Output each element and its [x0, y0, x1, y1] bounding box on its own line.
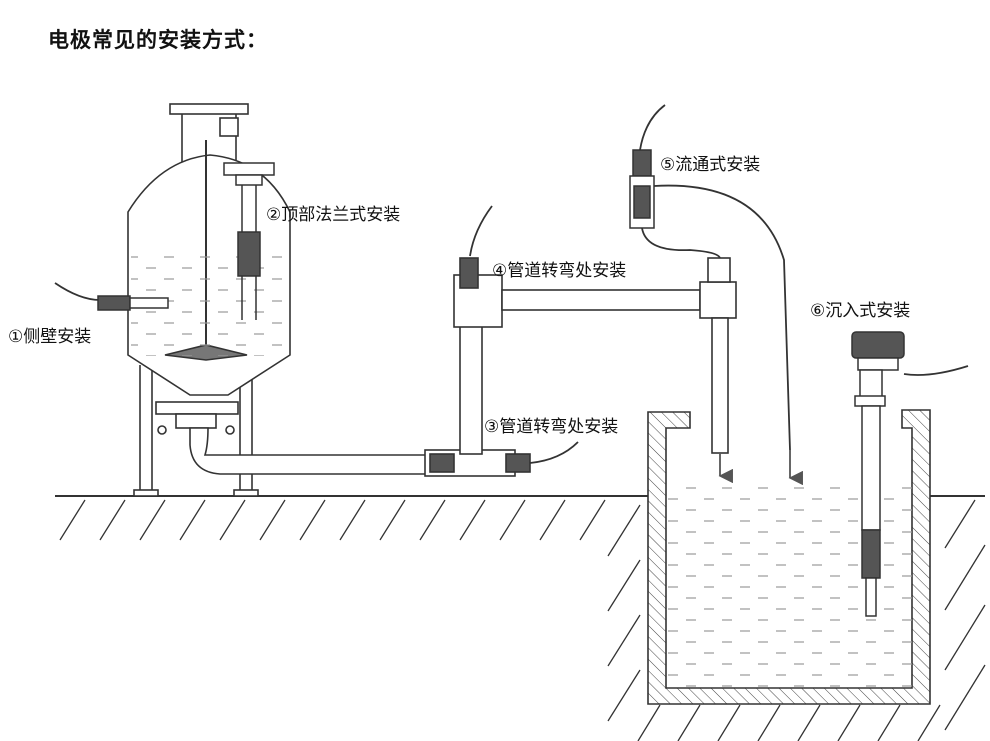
- label-pipe-bend-low: ③管道转弯处安装: [484, 417, 619, 437]
- side-wall-sensor: [54, 282, 169, 311]
- page-title: 电极常见的安装方式：: [48, 28, 268, 52]
- label-immersion: ⑥沉入式安装: [810, 301, 911, 321]
- top-flange-sensor: [223, 162, 275, 320]
- immersion-sensor: [851, 331, 969, 617]
- label-pipe-bend-high: ④管道转弯处安装: [492, 261, 627, 281]
- piping: [189, 205, 737, 484]
- basin: [647, 409, 931, 705]
- flow-through-sensor: [629, 104, 803, 486]
- label-side-wall: ①侧壁安装: [8, 327, 92, 347]
- label-flow-through: ⑤流通式安装: [660, 155, 761, 175]
- ground: [55, 495, 986, 741]
- label-top-flange: ②顶部法兰式安装: [266, 205, 401, 225]
